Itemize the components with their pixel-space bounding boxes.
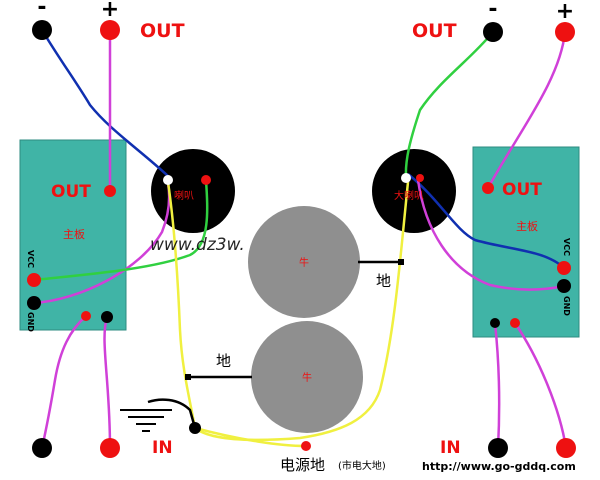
terminal-in-left-minus (32, 438, 52, 458)
speaker-right (372, 149, 456, 233)
right-board-gnd-terminal (557, 279, 571, 293)
left-board-out-label: OUT (51, 182, 91, 202)
right-board-in-terminal-a (490, 318, 500, 328)
wire-magenta-left-gnd (33, 182, 171, 305)
wire-yellow-power (194, 426, 307, 448)
terminal-left-plus (100, 20, 120, 40)
terminal-in-right-minus (488, 438, 508, 458)
wire-yellow-left (166, 181, 197, 429)
power-ground-note: (市电大地) (338, 459, 386, 472)
ground-label-right: 地 (376, 272, 391, 290)
left-board-title: 主板 (63, 227, 85, 241)
right-board-vcc-label: VCC (562, 238, 571, 256)
label-in-left: IN (152, 438, 173, 458)
terminal-in-left-plus (100, 438, 120, 458)
left-board-vcc-terminal (27, 273, 41, 287)
label-plus-right: + (556, 0, 574, 24)
terminal-left-minus (32, 20, 52, 40)
wire-green-right (404, 31, 494, 179)
left-board-in-terminal-a (81, 311, 91, 321)
wire-magenta-right-gnd (416, 179, 565, 291)
capacitor-bottom (251, 321, 363, 433)
wire-magenta-left-in-b (103, 316, 112, 449)
power-ground-terminal (301, 441, 311, 451)
label-out-top-left: OUT (140, 20, 185, 42)
wire-blue-left (40, 29, 169, 177)
label-minus-right: - (488, 0, 497, 22)
terminal-in-right-plus (556, 438, 576, 458)
capacitor-top-label: 牛 (299, 256, 309, 269)
wire-blue-right (407, 173, 565, 269)
left-board-out-terminal (104, 185, 116, 197)
speaker-left-label: 喇叭 (174, 190, 194, 202)
label-minus-left: - (37, 0, 46, 20)
wire-magenta-left-in-a (40, 315, 87, 449)
right-board-vcc-terminal (557, 261, 571, 275)
left-board-in-terminal-b (101, 311, 113, 323)
terminal-right-minus (483, 22, 503, 42)
earth-ground-icon (120, 398, 201, 434)
speaker-right-label: 大喇叭 (394, 189, 424, 202)
wire-magenta-right-in-b (513, 322, 568, 449)
speaker-right-terminal-red (416, 174, 424, 182)
main-board-right (472, 146, 580, 338)
speaker-left-terminal-red (201, 175, 211, 185)
source-url: http://www.go-gddq.com (422, 460, 576, 473)
ground-label-left: 地 (216, 352, 231, 370)
power-ground-label: 电源地 (280, 456, 325, 474)
ground-node-bottom (185, 374, 191, 380)
label-out-top-right: OUT (412, 20, 457, 42)
left-board-gnd-terminal (27, 296, 41, 310)
ground-node-top (398, 259, 404, 265)
wire-green-left (33, 179, 209, 282)
speaker-left-terminal-white (163, 175, 173, 185)
right-board-title: 主板 (516, 219, 538, 233)
terminal-right-plus (555, 22, 575, 42)
wire-magenta-right-out (486, 31, 567, 189)
left-board-gnd-label: GND (26, 312, 35, 332)
speaker-right-terminal-white (401, 173, 411, 183)
label-plus-left: + (101, 0, 119, 22)
right-board-out-label: OUT (502, 180, 542, 200)
capacitor-bottom-label: 牛 (302, 371, 312, 384)
capacitor-top (248, 206, 360, 318)
right-board-out-terminal (482, 182, 494, 194)
left-board-vcc-label: VCC (26, 250, 35, 268)
label-in-right: IN (440, 438, 461, 458)
right-board-in-terminal-b (510, 318, 520, 328)
wire-magenta-right-in-a (493, 322, 501, 449)
watermark-text: www.dz3w. (150, 235, 245, 255)
right-board-gnd-label: GND (562, 296, 571, 316)
